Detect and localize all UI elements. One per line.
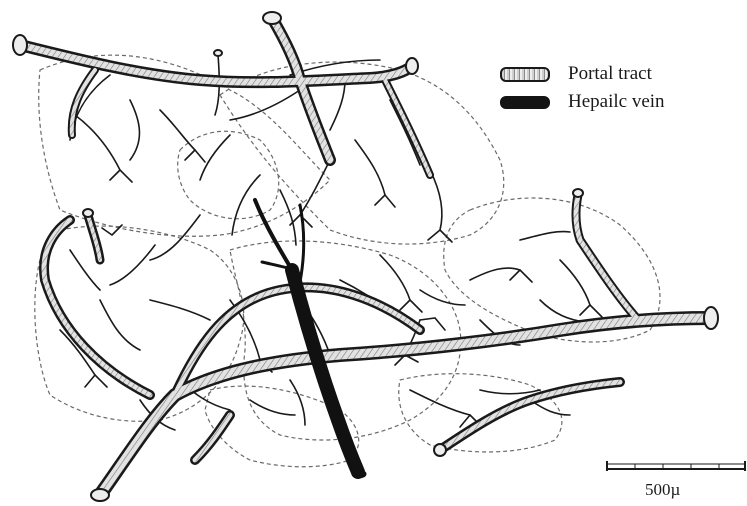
legend: Portal tract Hepailc vein	[500, 60, 735, 116]
vessel-cut-end	[13, 35, 27, 55]
vessel-cut-end	[263, 12, 281, 24]
lobule-boundary	[399, 374, 562, 452]
hepatic-vein-main	[292, 270, 358, 472]
lobule-boundaries	[35, 55, 660, 467]
vessel-cut-end	[406, 58, 418, 74]
legend-item-portal-tract: Portal tract	[500, 60, 735, 88]
hepatic-vein-branch	[300, 205, 304, 282]
vessel-cut-end	[704, 307, 718, 329]
scale-bar-label: 500µ	[645, 480, 680, 500]
vessel-cut-end	[91, 489, 109, 501]
portal-branch-right-upper	[576, 195, 640, 322]
scale-bar-ruler	[605, 455, 747, 477]
lobule-boundary	[230, 241, 461, 440]
legend-item-hepatic-vein: Hepailc vein	[500, 88, 735, 116]
hepatic-vein-swatch-icon	[500, 96, 550, 109]
legend-label-portal-tract: Portal tract	[568, 63, 652, 85]
vessel-cut-end	[434, 444, 446, 456]
hepatic-vein-cut-end	[352, 470, 366, 478]
vessel-cut-end	[83, 209, 93, 217]
portal-tract-swatch-icon	[500, 67, 550, 82]
legend-label-hepatic-vein: Hepailc vein	[568, 91, 665, 113]
vessel-cut-end	[214, 50, 222, 56]
lobule-boundary	[178, 131, 279, 218]
scale-bar: 500µ	[605, 455, 747, 495]
vessel-cut-end	[573, 189, 583, 197]
